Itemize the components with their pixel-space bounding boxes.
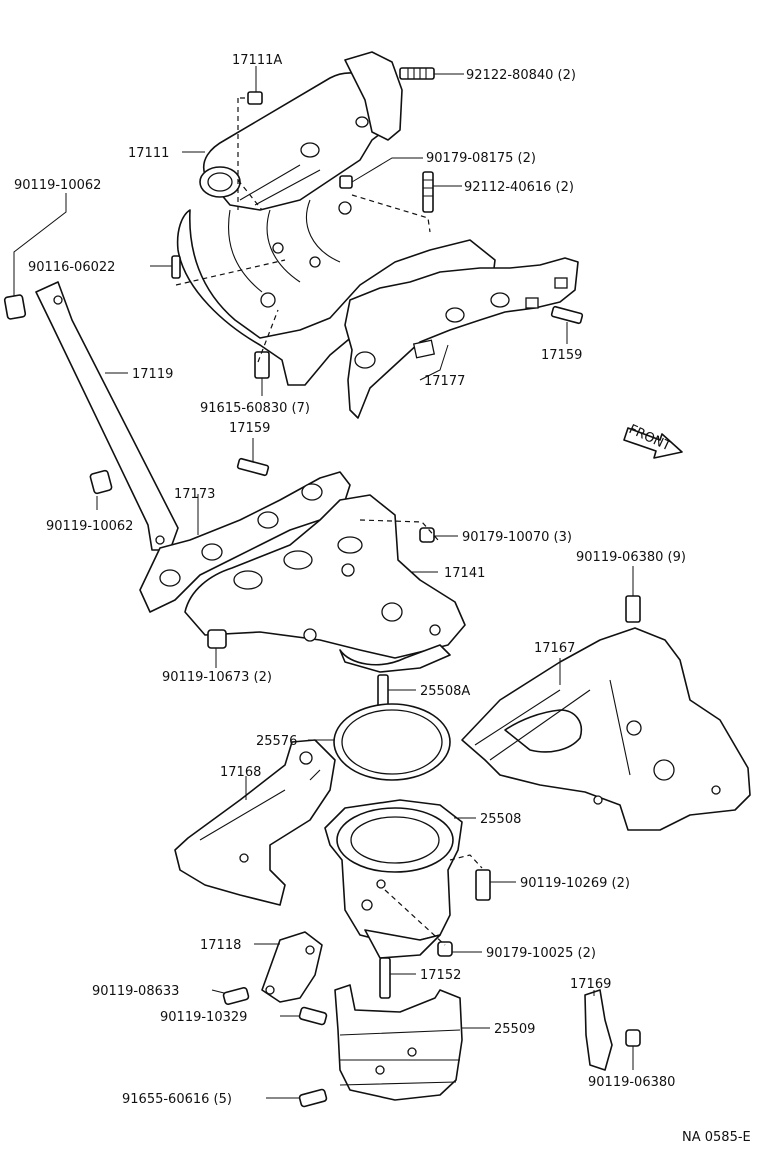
fastener-90116-stud [171,255,181,279]
callout-91655-60616: 91655-60616 (5) [122,1092,232,1107]
fastener-17111A-nut [247,91,263,105]
callout-25508A: 25508A [420,684,470,699]
callout-25509: 25509 [494,1022,535,1037]
part-17168-heat-insulator [174,739,336,906]
callout-90119-06380-9: 90119-06380 (9) [576,550,686,565]
callout-90119-10269: 90119-10269 (2) [520,876,630,891]
part-25576-gasket-ring [333,703,451,781]
callout-25508: 25508 [480,812,521,827]
fastener-17159-stud-b [236,457,270,477]
callout-17173: 17173 [174,487,215,502]
callout-90179-08175: 90179-08175 (2) [426,151,536,166]
callout-17167: 17167 [534,641,575,656]
callout-92122-80840: 92122-80840 (2) [466,68,576,83]
fastener-17152-stud [379,957,391,999]
callout-90119-08633: 90119-08633 [92,984,179,999]
callout-17152: 17152 [420,968,461,983]
callout-90179-10025: 90179-10025 (2) [486,946,596,961]
fastener-90119-08633-bolt [222,986,250,1006]
callout-17141: 17141 [444,566,485,581]
callout-17159-mid: 17159 [229,421,270,436]
callout-90116-06022: 90116-06022 [28,260,115,275]
fastener-91655-bolt [298,1088,328,1108]
part-17118-bracket [261,931,323,1003]
part-17111-heat-insulator [199,51,403,211]
callout-17118: 17118 [200,938,241,953]
callout-90119-10673: 90119-10673 (2) [162,670,272,685]
fastener-90119-06380-bolt-a [625,595,641,623]
part-25508-converter [324,799,463,959]
callout-92112-40616: 92112-40616 (2) [464,180,574,195]
fastener-90179-08175-nut [339,175,353,189]
fastener-90119-10329-bolt [298,1006,328,1026]
callouts: 17111A 92122-80840 (2) 17111 90179-08175… [14,53,751,1145]
alignment-lines [175,97,483,946]
callout-17168: 17168 [220,765,261,780]
callout-90179-10070: 90179-10070 (3) [462,530,572,545]
front-arrow-icon [623,427,683,459]
part-exhaust-manifold-upper [176,199,496,386]
callout-90119-10062-top: 90119-10062 [14,178,101,193]
fastener-25508A-stud [377,674,389,708]
callout-90119-10062-mid: 90119-10062 [46,519,133,534]
fastener-92122-bolt [399,67,435,80]
callout-90119-10329: 90119-10329 [160,1010,247,1025]
callout-25576: 25576 [256,734,297,749]
part-25509-heat-insulator [334,984,463,1101]
fastener-92112-stud [422,171,434,213]
callout-17119: 17119 [132,367,173,382]
diagram-code: NA 0585-E [682,1130,751,1145]
fastener-90119-10673-bolt [207,629,227,649]
part-17119-bracket [35,281,179,551]
callout-17111A: 17111A [232,53,282,68]
fastener-90119-10062-bolt-b [89,469,113,495]
fastener-91615-bolt [254,351,270,379]
callout-17177: 17177 [424,374,465,389]
callout-17111: 17111 [128,146,169,161]
leader-lines [13,66,634,1099]
fastener-90119-10062-bolt-a [3,294,27,320]
callout-17169: 17169 [570,977,611,992]
part-17177-gasket [344,257,579,419]
part-17167-heat-insulator [461,627,751,831]
fastener-17159-stud-a [550,305,584,325]
callout-17159-top: 17159 [541,348,582,363]
fastener-90119-06380-bolt-b [625,1029,641,1047]
callout-91615-60830: 91615-60830 (7) [200,401,310,416]
fastener-90119-10269-bolt [475,869,491,901]
part-17169-bracket [584,989,613,1071]
fastener-90179-10025-nut [437,941,453,957]
fastener-90179-10070-nut [419,527,435,543]
part-17141-exhaust-manifold [184,494,466,673]
callout-90119-06380: 90119-06380 [588,1075,675,1090]
